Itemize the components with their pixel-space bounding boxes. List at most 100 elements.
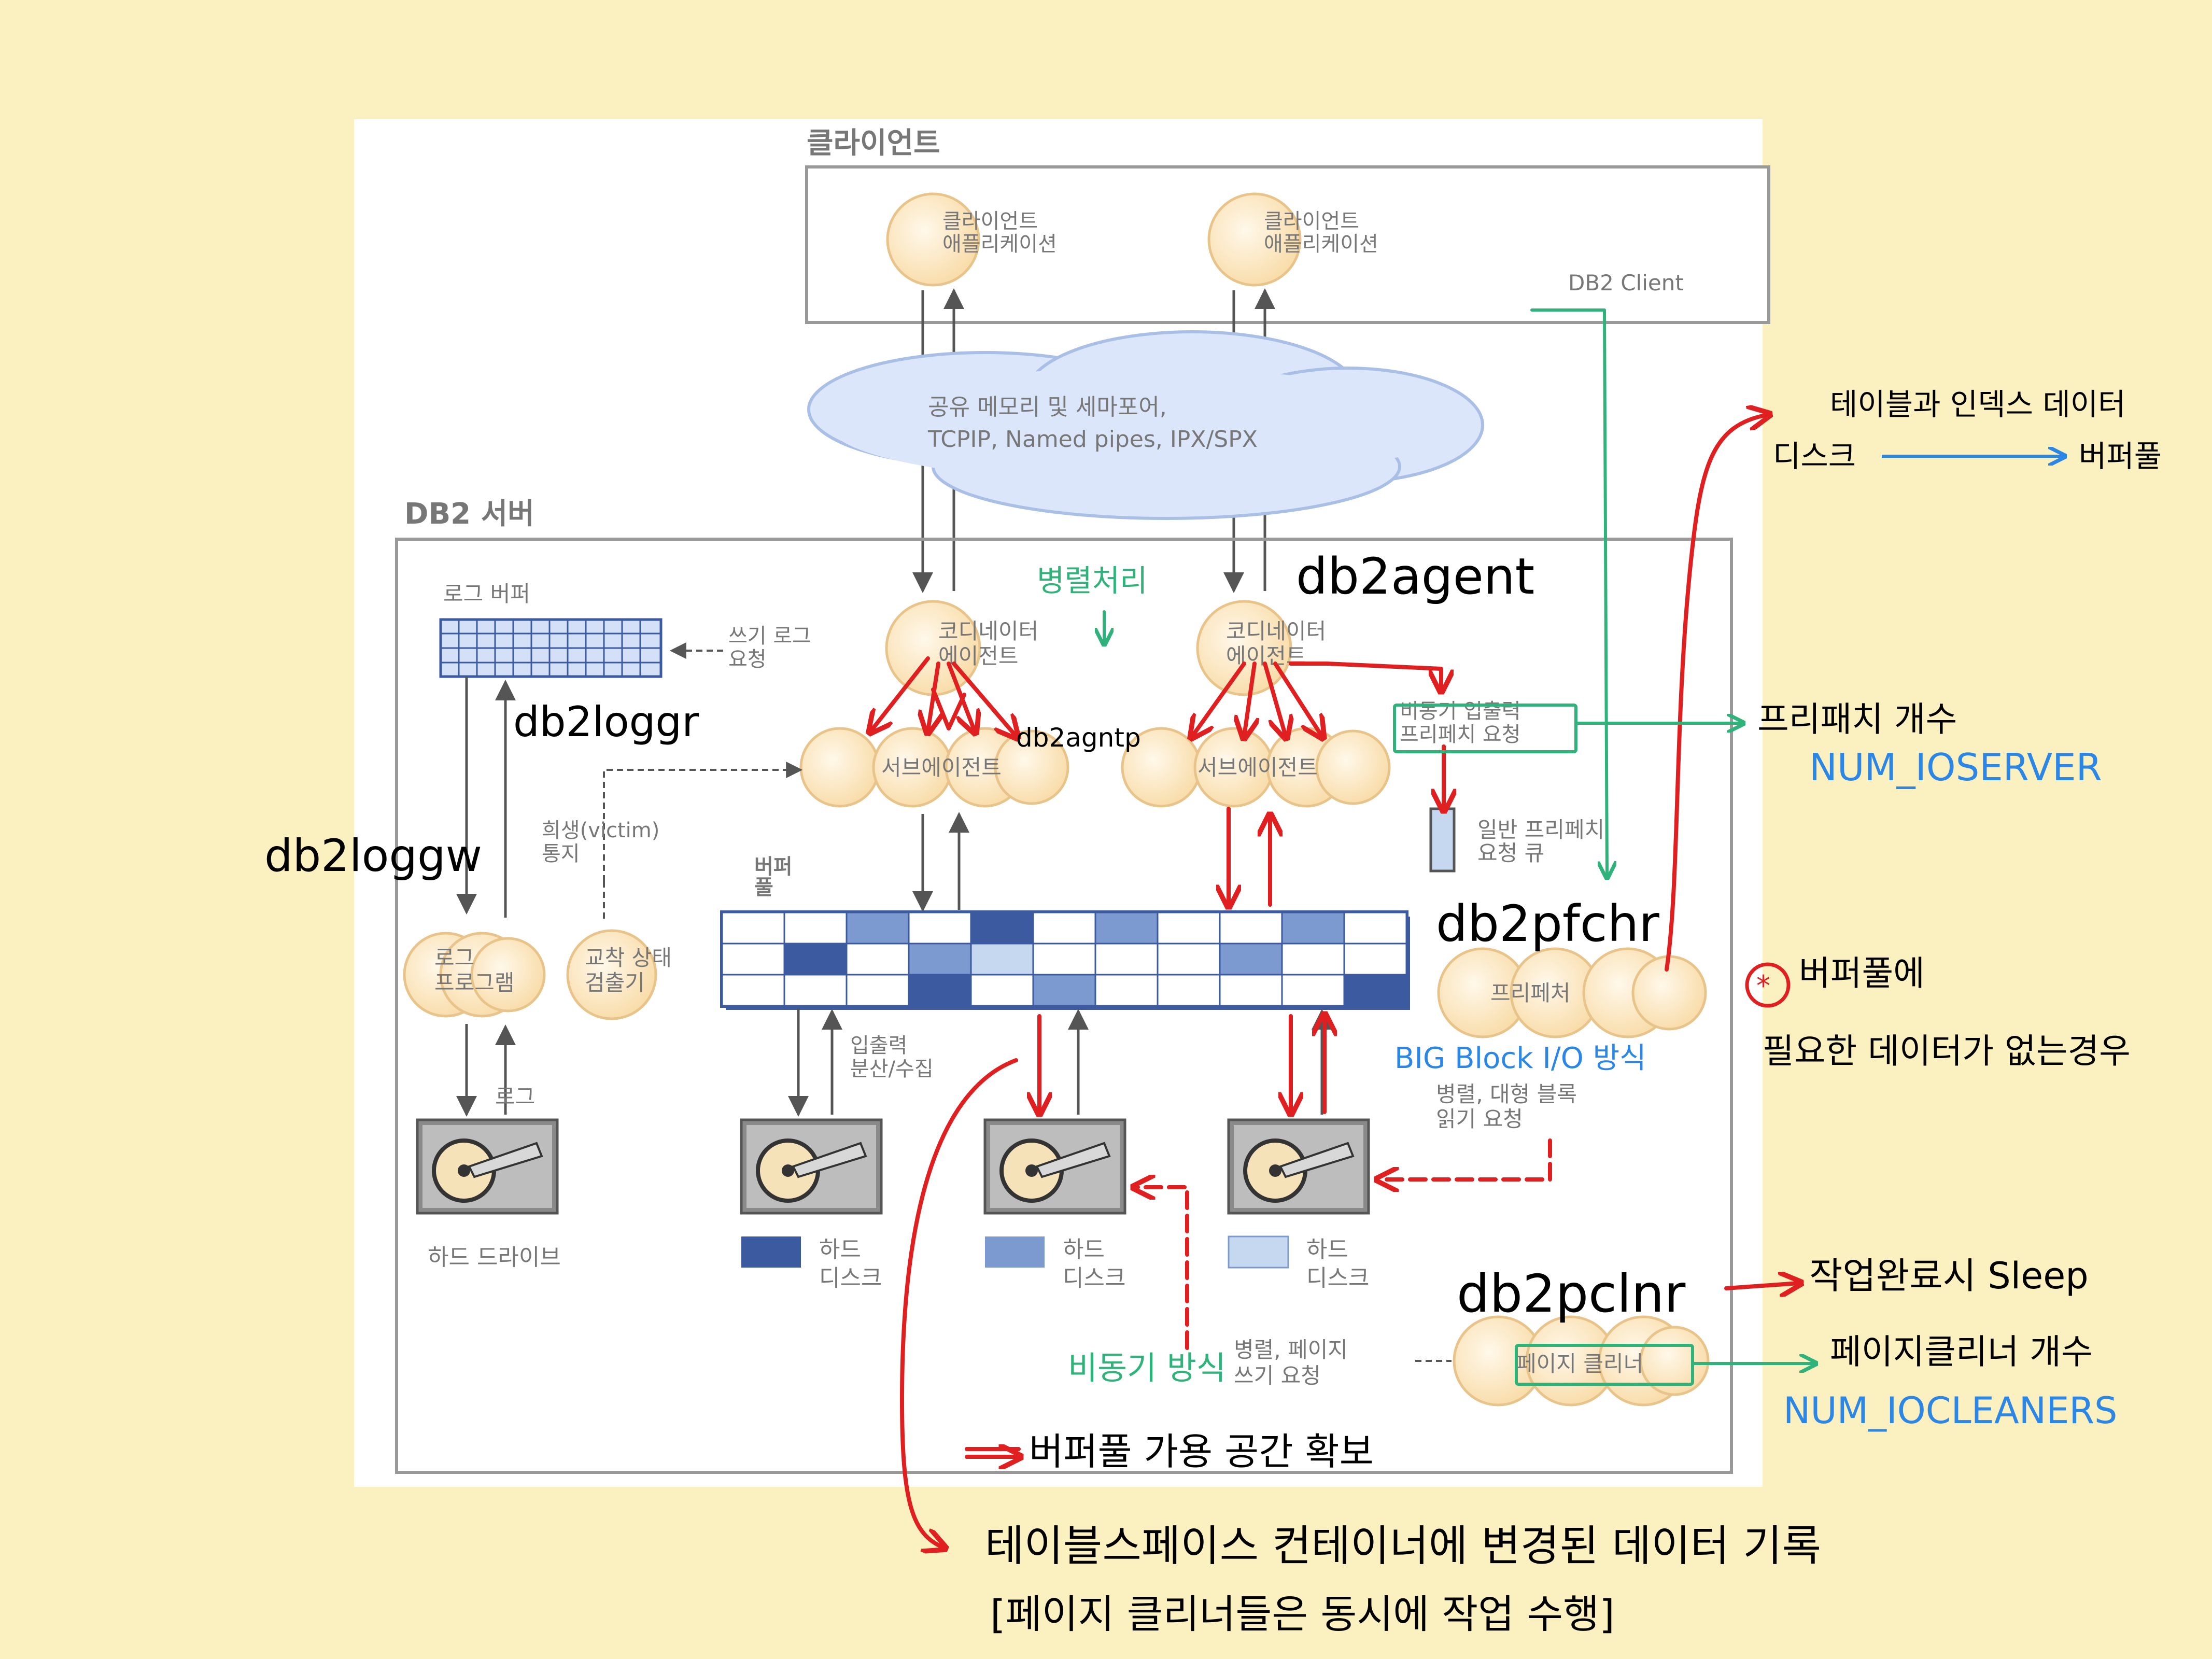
buffer-pool-cell xyxy=(721,943,785,976)
ann-page-cleaner-count: 페이지클리너 개수 xyxy=(1830,1332,2093,1372)
prefetch-queue-icon xyxy=(1429,807,1456,873)
client-app-2-circle xyxy=(1207,192,1302,287)
coord-agent-1-label-1: 코디네이터 xyxy=(938,618,1038,644)
cloud-line-2: TCPIP, Named pipes, IPX/SPX xyxy=(927,426,1258,453)
disk-legend-light xyxy=(1228,1235,1289,1269)
buffer-pool-cell xyxy=(970,974,1034,1007)
ann-simultaneous-work: [페이지 클리너들은 동시에 작업 수행] xyxy=(990,1591,1615,1637)
log-program-label-2: 프로그램 xyxy=(434,970,515,995)
buffer-pool-cell xyxy=(1343,974,1407,1007)
client-app-1-label-1: 클라이언트 xyxy=(942,209,1038,233)
buffer-pool-cell xyxy=(721,974,785,1007)
deadlock-label-1: 교착 상태 xyxy=(585,945,672,971)
buffer-pool-cell xyxy=(1032,974,1096,1007)
buffer-pool-cell xyxy=(783,974,848,1007)
hard-disk-1-label-1: 하드 xyxy=(819,1236,861,1263)
green-annotation-strokes xyxy=(1104,308,1814,1386)
io-scatter-label-2: 분산/수집 xyxy=(850,1057,934,1081)
sub-agent-2-label: 서브에이전트 xyxy=(1197,755,1318,780)
buffer-pool-cell xyxy=(1219,974,1283,1007)
victim-label-2: 통지 xyxy=(542,842,580,866)
buffer-pool-label-2: 풀 xyxy=(754,876,773,899)
page-cleaner: 페이지 클리너 xyxy=(1453,1315,1710,1407)
client-app-2-label-2: 애플리케이션 xyxy=(1264,232,1378,256)
ann-big-block-io: BIG Block I/O 방식 xyxy=(1394,1042,1646,1075)
hard-drive-label: 하드 드라이브 xyxy=(428,1244,561,1271)
ann-sleep: 작업완료시 Sleep xyxy=(1809,1255,2089,1297)
buffer-pool-cell xyxy=(1343,943,1407,976)
ann-db2loggw: db2loggw xyxy=(264,830,482,882)
buffer-pool-cell xyxy=(970,911,1034,945)
buffer-pool-cell xyxy=(1094,974,1159,1007)
svg-text:공유 메모리 및 세마포어,TCPIP, Named pip: 공유 메모리 및 세마포어, TCPIP, Named pipes, IPX/SP… xyxy=(927,394,1258,453)
io-scatter-label-1: 입출력 xyxy=(850,1034,907,1058)
red-annotation-strokes xyxy=(871,415,1799,1548)
sub-agent-1: 서브에이전트 xyxy=(799,727,1069,808)
victim-label-1: 희생(victim) xyxy=(542,819,659,842)
coord-agent-2-label-1: 코디네이터 xyxy=(1226,618,1326,644)
prefetch-queue-label-2: 요청 큐 xyxy=(1477,840,1544,866)
prefetch-queue-label-1: 일반 프리페치 xyxy=(1477,817,1604,842)
ann-star-buffer-pool: 버퍼풀에 xyxy=(1799,953,1925,993)
buffer-pool-cell xyxy=(783,943,848,976)
ann-db2pfchr: db2pfchr xyxy=(1436,895,1659,953)
hard-disk-2-label-2: 디스크 xyxy=(1063,1265,1125,1291)
buffer-pool-cell xyxy=(908,943,972,976)
buffer-pool-cell xyxy=(1094,911,1159,945)
async-prefetch-label-1: 비동기 입출력 xyxy=(1400,699,1521,723)
server-box xyxy=(395,538,1733,1474)
star-marker-glyph: * xyxy=(1756,969,1770,1002)
hard-disk-3 xyxy=(1227,1118,1370,1215)
hard-disk-3-label-1: 하드 xyxy=(1306,1236,1348,1263)
hard-disk-1 xyxy=(740,1118,883,1215)
star-marker-icon xyxy=(1745,962,1791,1008)
buffer-pool-cell xyxy=(846,911,910,945)
page-cleaner-label: 페이지 클리너 xyxy=(1516,1351,1643,1376)
ann-table-index-data: 테이블과 인덱스 데이터 xyxy=(1830,387,2125,422)
hard-drive-log xyxy=(416,1118,559,1215)
ann-parallel-processing: 병렬처리 xyxy=(1037,563,1147,598)
ann-db2agntp: db2agntp xyxy=(1016,723,1141,753)
communication-cloud: 공유 메모리 및 세마포어, TCPIP, Named pipes, IPX/SP… xyxy=(807,330,1484,520)
ann-prefetcher-count: 프리패치 개수 xyxy=(1757,699,1957,739)
client-app-1-circle xyxy=(886,192,980,287)
cloud-line-1: 공유 메모리 및 세마포어, xyxy=(928,394,1167,420)
hard-disk-2 xyxy=(983,1118,1126,1215)
client-title: 클라이언트 xyxy=(807,126,940,160)
server-title: DB2 서버 xyxy=(404,497,534,531)
write-log-label-1: 쓰기 로그 xyxy=(728,624,811,648)
svg-text:희생(victim)통지: 희생(victim)통지 xyxy=(542,819,659,866)
ann-async-mode: 비동기 방식 xyxy=(1068,1349,1226,1387)
buffer-pool-cell xyxy=(1281,911,1345,945)
svg-text:버퍼풀: 버퍼풀 xyxy=(754,855,793,899)
ann-disk: 디스크 xyxy=(1773,439,1856,474)
ann-tablespace-container: 테이블스페이스 컨테이너에 변경된 데이터 기록 xyxy=(985,1522,1821,1571)
buffer-pool-cell xyxy=(1281,974,1345,1007)
buffer-pool-cell xyxy=(721,911,785,945)
buffer-pool-cell xyxy=(846,974,910,1007)
async-prefetch-label-2: 프리페치 요청 xyxy=(1400,723,1521,747)
parallel-read-label-1: 병렬, 대형 블록 xyxy=(1436,1081,1577,1107)
buffer-pool-cell xyxy=(783,911,848,945)
buffer-pool-label-1: 버퍼 xyxy=(754,855,793,879)
buffer-pool-cell xyxy=(1219,943,1283,976)
parallel-read-label-2: 읽기 요청 xyxy=(1436,1106,1523,1132)
deadlock-label-2: 검출기 xyxy=(585,970,645,995)
ann-db2pclnr: db2pclnr xyxy=(1457,1263,1686,1324)
buffer-pool-cell xyxy=(1157,911,1221,945)
ann-num-ioservers: NUM_IOSERVER xyxy=(1809,746,2102,789)
server-connectors xyxy=(456,677,1332,1117)
hard-disk-3-label-2: 디스크 xyxy=(1306,1265,1369,1291)
buffer-pool-cell xyxy=(1157,943,1221,976)
